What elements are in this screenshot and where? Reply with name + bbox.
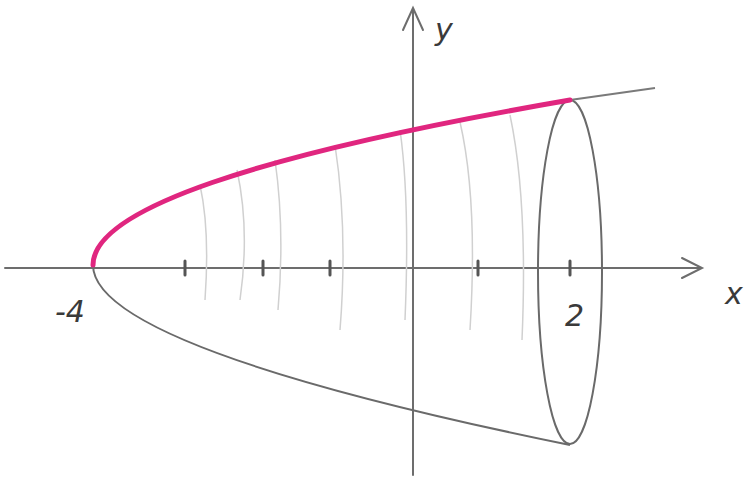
axis-label: x [722, 278, 746, 310]
curve-extension [570, 88, 655, 100]
section-arc [510, 115, 524, 340]
tick-label: -4 [52, 296, 88, 328]
y-axis [412, 10, 414, 475]
cross-sections [200, 115, 524, 340]
axes [5, 8, 702, 475]
end-disc [538, 100, 602, 444]
tick [262, 261, 265, 275]
lower-curve [93, 265, 570, 445]
section-arc [200, 185, 207, 300]
generating-curve [93, 100, 570, 265]
x-axis-arrow [682, 258, 702, 278]
section-arc [460, 122, 472, 330]
section-arc [335, 145, 343, 330]
tick [184, 261, 187, 275]
y-axis-arrow [403, 8, 423, 30]
x-axis [5, 267, 700, 269]
axis-label: y [432, 14, 456, 46]
tick-label: 2 [562, 300, 587, 332]
tick [569, 261, 572, 275]
tick [477, 261, 480, 275]
section-arc [237, 170, 244, 300]
tick [329, 261, 332, 275]
section-arc [275, 160, 281, 310]
section-arc [400, 130, 407, 320]
